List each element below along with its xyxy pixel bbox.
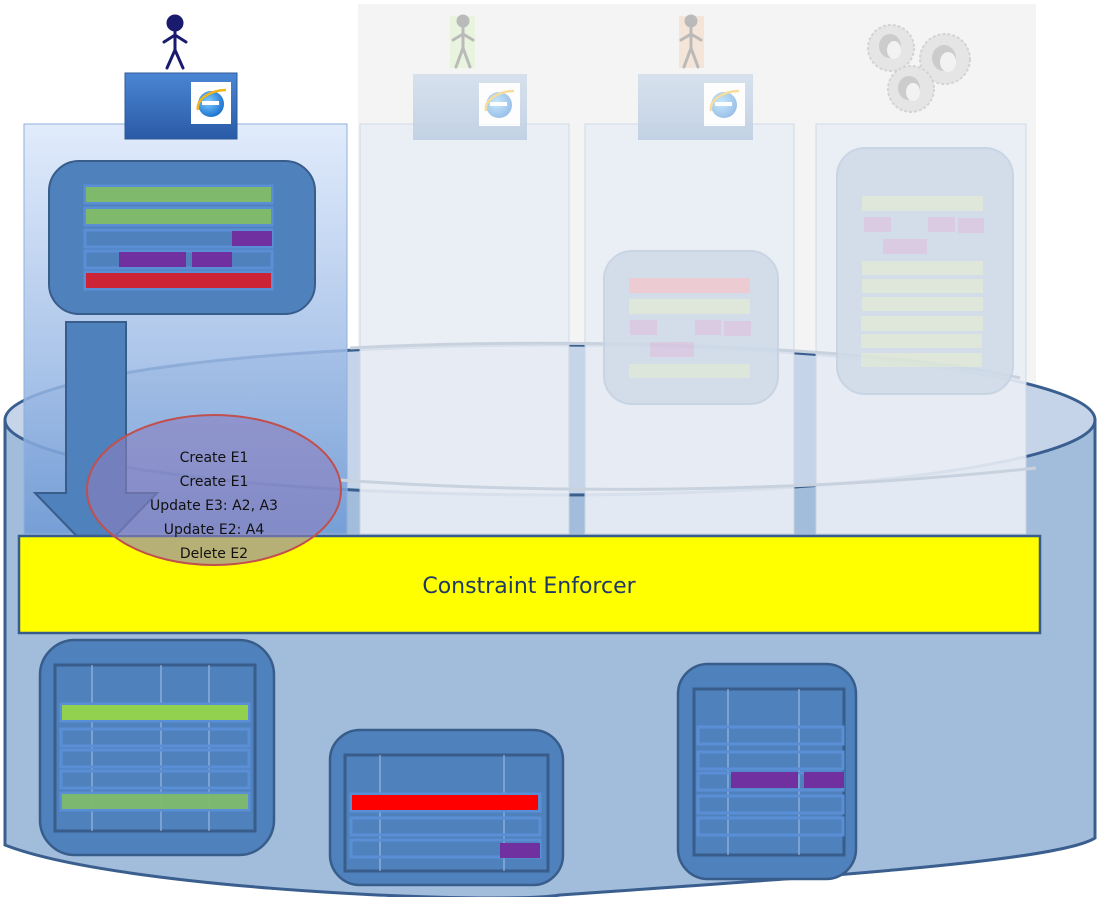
internet-explorer-icon [709,89,740,118]
internet-explorer-icon [196,88,227,117]
user-actor-icon [451,14,475,69]
active-client-form [48,160,316,315]
active-browser-window[interactable] [124,72,238,140]
form-row-red [86,273,271,288]
operation-line: Update E3: A2, A3 [150,498,278,514]
database-table-3 [676,662,858,881]
operation-line: Update E2: A4 [164,522,265,538]
inactive-browser-window[interactable] [638,74,753,140]
form-row-green [86,209,271,224]
table-row-green [62,705,248,720]
operations-batch: Create E1 Create E1 Update E3: A2, A3 Up… [86,414,342,566]
database-table-1 [38,638,276,857]
table-cell-purple [804,772,844,788]
form-row-green [86,187,271,202]
operation-line: Delete E2 [180,546,248,562]
database-table-2 [328,728,565,887]
user-actor-icon [162,14,188,70]
table-cell-purple [500,843,540,858]
operation-line: Create E1 [180,450,249,466]
constraint-enforcer-label: Constraint Enforcer [422,574,636,599]
inactive-client-form-3 [603,250,779,405]
internet-explorer-icon [484,89,515,118]
inactive-client-2 [413,14,527,140]
gears-icon [867,24,971,113]
operation-line: Create E1 [180,474,249,490]
form-cell-purple [192,252,232,267]
table-row-green [62,794,248,809]
client-column-2 [359,123,570,535]
inactive-browser-window[interactable] [413,74,527,140]
user-actor-icon [679,14,703,69]
table-row-red [352,795,538,810]
form-cell-purple [119,252,186,267]
inactive-client-form-4 [836,147,1014,395]
table-cell-purple [731,772,798,788]
database-front-faded-edge [339,466,1037,491]
inactive-client-3 [638,14,753,140]
form-cell-purple [232,231,272,246]
